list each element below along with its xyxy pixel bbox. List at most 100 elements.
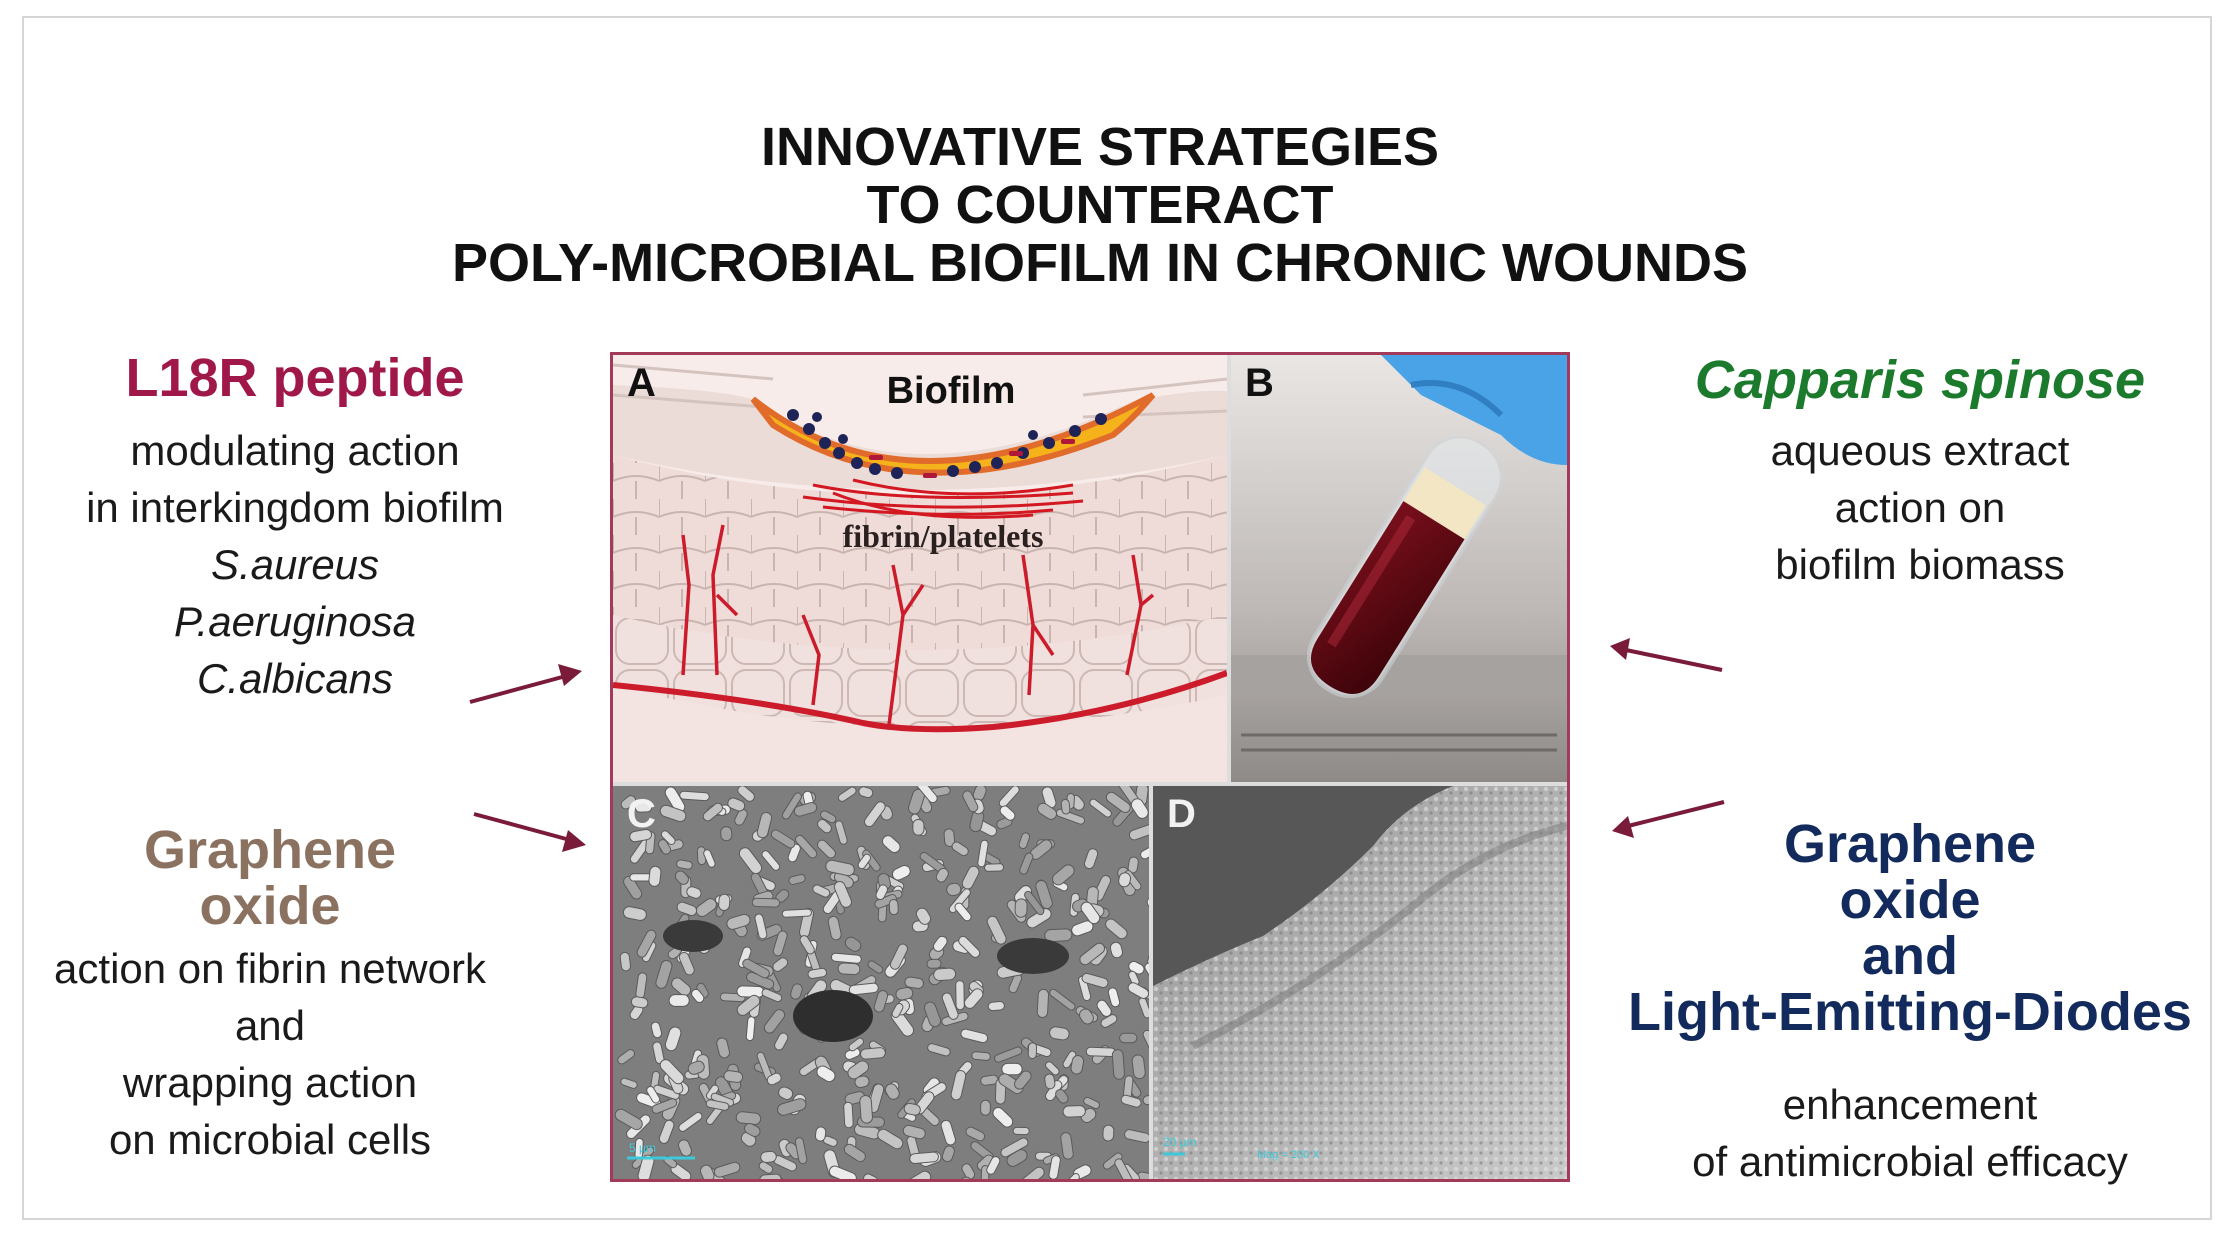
sem-cell	[814, 1126, 827, 1142]
sem-cell	[1105, 791, 1131, 813]
sem-cell	[700, 1164, 715, 1179]
sem-cell	[1078, 975, 1092, 1002]
sem-cell	[992, 1107, 1014, 1128]
graphene-led-heading-1: Graphene	[1783, 814, 2037, 874]
graphene-oxide-line-1: action on fibrin network	[54, 945, 486, 992]
sem-cell	[629, 828, 653, 843]
fibrin-platelets-label: fibrin/platelets	[843, 518, 1044, 554]
sem-cell	[736, 994, 761, 1016]
sem-cell	[1037, 802, 1058, 820]
sem-cell	[646, 1085, 661, 1104]
sem-cell	[1024, 890, 1045, 916]
sem-cell	[881, 835, 901, 854]
capparis-heading: Capparis spinose	[1694, 350, 2146, 410]
sem-cell	[941, 992, 959, 1020]
sem-cell	[932, 935, 948, 952]
sem-cell	[951, 841, 969, 857]
sem-cell	[790, 983, 803, 1000]
graphene-led-heading-3: and	[1861, 926, 1958, 986]
sem-cell	[1062, 1105, 1086, 1118]
sem-cell	[817, 818, 832, 834]
sem-cell	[720, 826, 733, 842]
sem-cell	[678, 1112, 703, 1132]
sem-cell	[735, 1111, 762, 1125]
graphene-led-block: Graphene oxide and Light-Emitting-Diodes…	[1600, 816, 2220, 1190]
title-line-3: POLY-MICROBIAL BIOFILM IN CHRONIC WOUNDS	[452, 233, 1748, 293]
arrow-right-icon	[473, 812, 586, 852]
sem-cell	[781, 908, 812, 918]
sem-cell	[651, 1098, 678, 1114]
sem-cell	[770, 829, 796, 849]
sem-cell	[884, 1083, 900, 1100]
graphene-led-heading-2: oxide	[1839, 870, 1981, 930]
sem-cell	[923, 1001, 942, 1028]
sem-cell	[1085, 1046, 1116, 1058]
sem-cell	[744, 1122, 761, 1137]
graphene-led-heading-4: Light-Emitting-Diodes	[1628, 982, 2192, 1042]
sem-biofilm-surface-image: 20 µm Mag = 200 X	[1153, 786, 1567, 1179]
sem-cell	[1018, 832, 1031, 850]
sem-cell	[1036, 988, 1050, 1018]
sem-cell	[1052, 864, 1075, 886]
sem-cell	[620, 795, 637, 810]
sem-cell	[984, 863, 1005, 872]
test-tube-image	[1231, 355, 1567, 782]
sem-cell	[971, 1051, 991, 1061]
sem-cell	[734, 808, 748, 826]
sem-cell	[950, 1070, 967, 1101]
sem-cell	[619, 951, 631, 972]
l18r-line-2: in interkingdom biofilm	[86, 484, 504, 531]
sem-cell	[703, 849, 716, 868]
sem-cell	[834, 820, 848, 845]
sem-cell	[674, 870, 689, 885]
sem-cell	[713, 1161, 741, 1178]
sem-cell	[873, 990, 889, 1013]
sem-cell	[820, 810, 837, 824]
sem-cell	[1071, 920, 1094, 937]
graphene-oxide-line-3: wrapping action	[122, 1059, 418, 1106]
sem-cell	[1142, 1094, 1149, 1106]
sem-cell	[1105, 918, 1128, 940]
sem-cell	[854, 1075, 870, 1089]
sem-cell	[1120, 1094, 1142, 1108]
sem-cell	[830, 952, 862, 964]
panel-d-mag-text: Mag = 200 X	[1257, 1149, 1320, 1161]
graphene-oxide-line-2: and	[234, 1002, 306, 1049]
sem-cell	[980, 1074, 999, 1086]
sem-cell	[963, 988, 984, 1009]
panel-a-label: A	[627, 361, 656, 405]
sem-cell	[1026, 908, 1052, 929]
panel-d-sem-image: 20 µm Mag = 200 X D	[1153, 786, 1567, 1179]
sem-cell	[686, 886, 702, 899]
sem-cell	[927, 1043, 951, 1057]
sem-cell	[634, 801, 653, 813]
graphene-led-line-1: enhancement	[1782, 1081, 2038, 1128]
sem-cell	[1079, 942, 1106, 966]
sem-cell	[1019, 852, 1034, 875]
panel-c-label: C	[627, 792, 656, 836]
sem-cell	[954, 902, 972, 922]
sem-cell	[1049, 988, 1076, 1011]
sem-cell	[788, 874, 806, 885]
organism-p-aeruginosa: P.aeruginosa	[173, 598, 417, 645]
sem-cell	[678, 951, 695, 976]
sem-cell	[1100, 1014, 1118, 1028]
sem-cell	[1065, 1173, 1080, 1179]
sem-cell	[614, 1108, 643, 1131]
sem-cell	[904, 976, 924, 989]
capparis-spinose-block: Capparis spinose aqueous extract action …	[1650, 352, 2190, 593]
sem-cell	[909, 1151, 939, 1164]
sem-cell	[960, 1028, 989, 1044]
title-line-2: TO COUNTERACT	[866, 175, 1334, 235]
sem-cell	[751, 897, 781, 908]
sem-cell	[623, 875, 643, 900]
central-figure: Biofilm fibrin/platelets A	[610, 352, 1570, 1182]
sem-cell	[1045, 1061, 1060, 1076]
sem-cell	[1124, 1129, 1149, 1144]
sem-cell	[837, 962, 861, 976]
organism-s-aureus: S.aureus	[210, 541, 380, 588]
capparis-line-3: biofilm biomass	[1775, 541, 2065, 588]
sem-cell	[843, 1101, 854, 1129]
sem-cell	[777, 1098, 807, 1116]
sem-cell	[1131, 1054, 1146, 1080]
